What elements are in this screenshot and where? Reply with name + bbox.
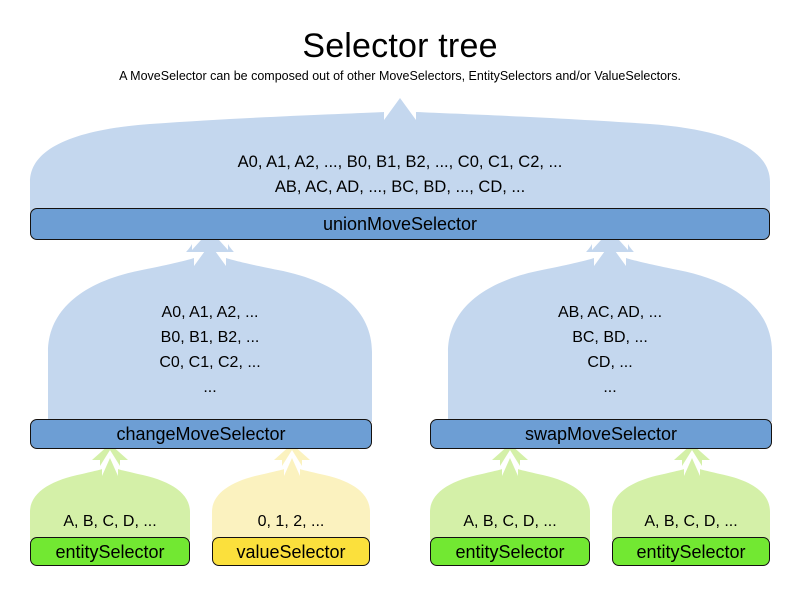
change-content-text: A0, A1, A2, ... B0, B1, B2, ... C0, C1, … — [48, 300, 372, 400]
change-content-line: ... — [203, 379, 217, 396]
change-content-line: A0, A1, A2, ... — [161, 304, 259, 321]
swap-content-line: AB, AC, AD, ... — [557, 304, 663, 321]
union-content-line: A0, A1, A2, ..., B0, B1, B2, ..., C0, C1… — [237, 153, 563, 171]
change-content-line: B0, B1, B2, ... — [160, 329, 260, 346]
node-swap-move-selector[interactable]: swapMoveSelector — [430, 419, 772, 449]
node-label: unionMoveSelector — [322, 214, 478, 234]
swap-content-line: BC, BD, ... — [572, 329, 648, 346]
entity3-content-text: A, B, C, D, ... — [612, 509, 770, 534]
page-title: Selector tree — [302, 27, 498, 65]
value1-content-line: 0, 1, 2, ... — [257, 513, 325, 530]
entity1-content-text: A, B, C, D, ... — [30, 509, 190, 534]
entity3-content-line: A, B, C, D, ... — [644, 513, 738, 530]
node-label: swapMoveSelector — [524, 424, 678, 444]
swap-content-line: CD, ... — [587, 354, 633, 371]
node-union-move-selector[interactable]: unionMoveSelector — [30, 208, 770, 240]
node-label: changeMoveSelector — [116, 424, 286, 444]
entity2-content-line: A, B, C, D, ... — [463, 513, 557, 530]
node-change-move-selector[interactable]: changeMoveSelector — [30, 419, 372, 449]
node-label: valueSelector — [236, 541, 346, 562]
entity1-content-line: A, B, C, D, ... — [63, 513, 157, 530]
node-label: entitySelector — [636, 541, 746, 562]
union-content-line: AB, AC, AD, ..., BC, BD, ..., CD, ... — [274, 178, 526, 196]
union-content-text: A0, A1, A2, ..., B0, B1, B2, ..., C0, C1… — [30, 150, 770, 200]
node-entity-selector-1[interactable]: entitySelector — [30, 537, 190, 566]
swap-content-text: AB, AC, AD, ... BC, BD, ... CD, ... ... — [448, 300, 772, 400]
change-content-line: C0, C1, C2, ... — [159, 354, 261, 371]
value1-content-text: 0, 1, 2, ... — [212, 509, 370, 534]
node-label: entitySelector — [455, 541, 565, 562]
node-entity-selector-2[interactable]: entitySelector — [430, 537, 590, 566]
node-entity-selector-3[interactable]: entitySelector — [612, 537, 770, 566]
node-value-selector-1[interactable]: valueSelector — [212, 537, 370, 566]
node-label: entitySelector — [55, 541, 165, 562]
page-subtitle: A MoveSelector can be composed out of ot… — [119, 69, 681, 83]
swap-content-line: ... — [603, 379, 617, 396]
entity2-content-text: A, B, C, D, ... — [430, 509, 590, 534]
